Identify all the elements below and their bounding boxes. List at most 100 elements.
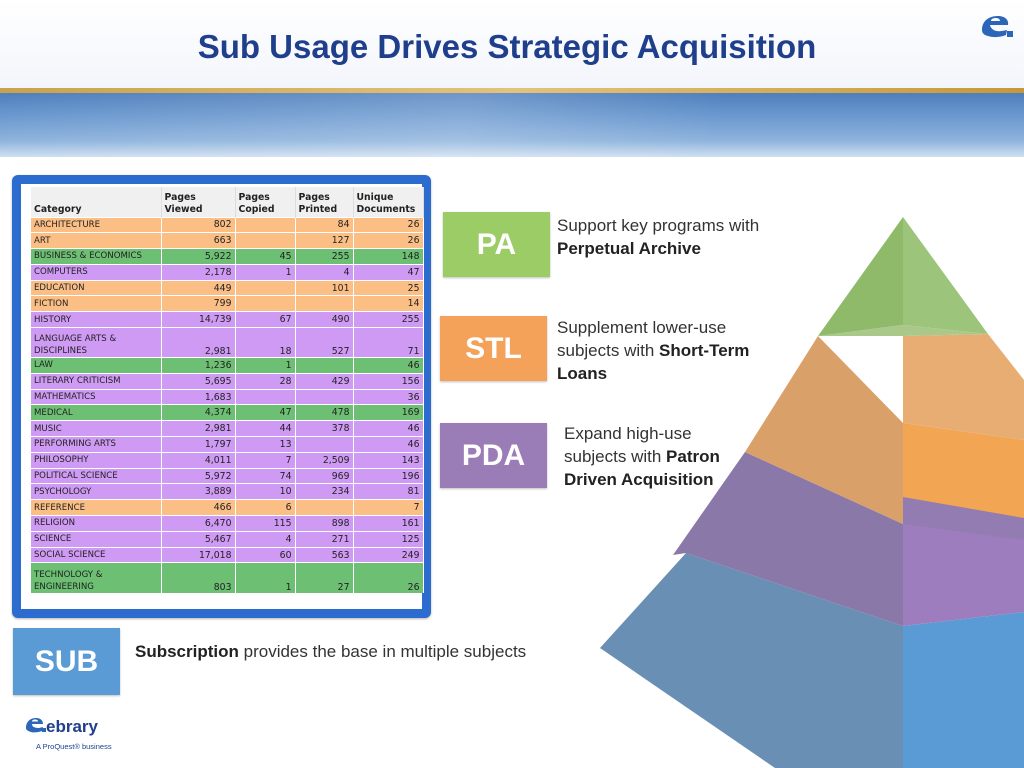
cell-pages-copied: 44 bbox=[235, 420, 296, 437]
header-band bbox=[0, 0, 1024, 90]
cell-pages-viewed: 14,739 bbox=[161, 311, 236, 328]
cell-category: SCIENCE bbox=[31, 530, 162, 548]
cell-category: LAW bbox=[31, 357, 162, 374]
cell-category: SOCIAL SCIENCE bbox=[31, 546, 162, 563]
cell-category: COMPUTERS bbox=[31, 263, 162, 281]
cell-pages-copied: 47 bbox=[235, 404, 296, 421]
cell-pages-printed: 101 bbox=[295, 279, 354, 296]
cell-pages-printed: 2,509 bbox=[295, 451, 354, 469]
header-pages-copied: Pages Copied bbox=[235, 187, 296, 217]
cell-pages-printed: 969 bbox=[295, 467, 354, 484]
pyramid-layer-sub-left bbox=[600, 553, 903, 768]
cell-unique-documents: 26 bbox=[353, 562, 424, 593]
pyramid-layer-pda-right bbox=[903, 518, 1024, 626]
header-gold-rule bbox=[0, 88, 1024, 93]
pyramid-layer-pda-left bbox=[673, 452, 903, 626]
cell-unique-documents: 26 bbox=[353, 232, 424, 249]
cell-pages-printed: 378 bbox=[295, 420, 354, 437]
cell-pages-printed: 271 bbox=[295, 530, 354, 548]
cell-pages-copied: 13 bbox=[235, 436, 296, 453]
cell-pages-printed: 527 bbox=[295, 327, 354, 358]
pda-text-pre: Expand high-use subjects with bbox=[564, 424, 692, 466]
cell-pages-copied: 60 bbox=[235, 546, 296, 563]
cell-pages-printed bbox=[295, 295, 354, 312]
cell-category: ART bbox=[31, 232, 162, 249]
pda-box: PDA bbox=[440, 423, 547, 488]
cell-unique-documents: 25 bbox=[353, 279, 424, 296]
cell-unique-documents: 46 bbox=[353, 420, 424, 437]
cell-pages-copied: 6 bbox=[235, 499, 296, 516]
cell-category: PERFORMING ARTS bbox=[31, 436, 162, 453]
pa-description: Support key programs with Perpetual Arch… bbox=[557, 214, 777, 260]
pa-text-pre: Support key programs with bbox=[557, 216, 760, 235]
cell-pages-viewed: 4,374 bbox=[161, 404, 236, 421]
ebrary-e-logo-icon bbox=[982, 16, 1013, 38]
cell-unique-documents: 125 bbox=[353, 530, 424, 548]
cell-category: REFERENCE bbox=[31, 499, 162, 516]
pyramid-layer-sub-right bbox=[903, 612, 1024, 768]
cell-category: PHILOSOPHY bbox=[31, 451, 162, 469]
cell-unique-documents: 26 bbox=[353, 216, 424, 233]
cell-pages-viewed: 1,797 bbox=[161, 436, 236, 453]
cell-pages-printed bbox=[295, 388, 354, 405]
pyramid-layer-stl-top-right bbox=[903, 334, 1024, 440]
cell-category: FICTION bbox=[31, 295, 162, 312]
pyramid-layer-stl-left bbox=[745, 336, 903, 524]
sub-box: SUB bbox=[13, 628, 120, 695]
header-category: Category bbox=[31, 187, 162, 217]
cell-unique-documents: 143 bbox=[353, 451, 424, 469]
cell-unique-documents: 156 bbox=[353, 372, 424, 390]
cell-pages-viewed: 2,981 bbox=[161, 420, 236, 437]
cell-pages-copied: 115 bbox=[235, 515, 296, 532]
cell-unique-documents: 255 bbox=[353, 311, 424, 328]
cell-pages-viewed: 6,470 bbox=[161, 515, 236, 532]
cell-pages-viewed: 799 bbox=[161, 295, 236, 312]
cell-pages-copied: 28 bbox=[235, 372, 296, 390]
cell-unique-documents: 249 bbox=[353, 546, 424, 563]
cell-unique-documents: 47 bbox=[353, 263, 424, 281]
cell-pages-viewed: 5,695 bbox=[161, 372, 236, 390]
cell-unique-documents: 14 bbox=[353, 295, 424, 312]
stl-description: Supplement lower-use subjects with Short… bbox=[557, 316, 757, 385]
footer-ebrary-logo-icon bbox=[26, 718, 46, 733]
cell-pages-copied: 1 bbox=[235, 263, 296, 281]
footer-brand: ebrary bbox=[46, 717, 98, 736]
cell-pages-printed: 27 bbox=[295, 562, 354, 593]
cell-category: LANGUAGE ARTS & DISCIPLINES bbox=[31, 327, 162, 358]
usage-table: Category Pages Viewed Pages Copied Pages… bbox=[31, 187, 424, 593]
cell-pages-copied: 4 bbox=[235, 530, 296, 548]
cell-unique-documents: 7 bbox=[353, 499, 424, 516]
cell-pages-printed bbox=[295, 499, 354, 516]
cell-unique-documents: 71 bbox=[353, 327, 424, 358]
cell-pages-viewed: 663 bbox=[161, 232, 236, 249]
cell-pages-copied: 7 bbox=[235, 451, 296, 469]
cell-unique-documents: 46 bbox=[353, 357, 424, 374]
pyramid-layer-stl-right bbox=[903, 423, 1024, 518]
cell-pages-printed: 234 bbox=[295, 483, 354, 500]
stl-box: STL bbox=[440, 316, 547, 381]
cell-category: MATHEMATICS bbox=[31, 388, 162, 405]
header-unique-documents: Unique Documents bbox=[353, 187, 424, 217]
cell-category: TECHNOLOGY & ENGINEERING bbox=[31, 562, 162, 593]
strategy-pyramid bbox=[600, 217, 1024, 768]
cell-pages-viewed: 2,981 bbox=[161, 327, 236, 358]
cell-unique-documents: 169 bbox=[353, 404, 424, 421]
cell-unique-documents: 81 bbox=[353, 483, 424, 500]
slide-title: Sub Usage Drives Strategic Acquisition bbox=[197, 28, 817, 65]
pda-description: Expand high-use subjects with Patron Dri… bbox=[564, 422, 744, 491]
pyramid-layer-pa-left bbox=[818, 217, 903, 336]
cell-category: MUSIC bbox=[31, 420, 162, 437]
